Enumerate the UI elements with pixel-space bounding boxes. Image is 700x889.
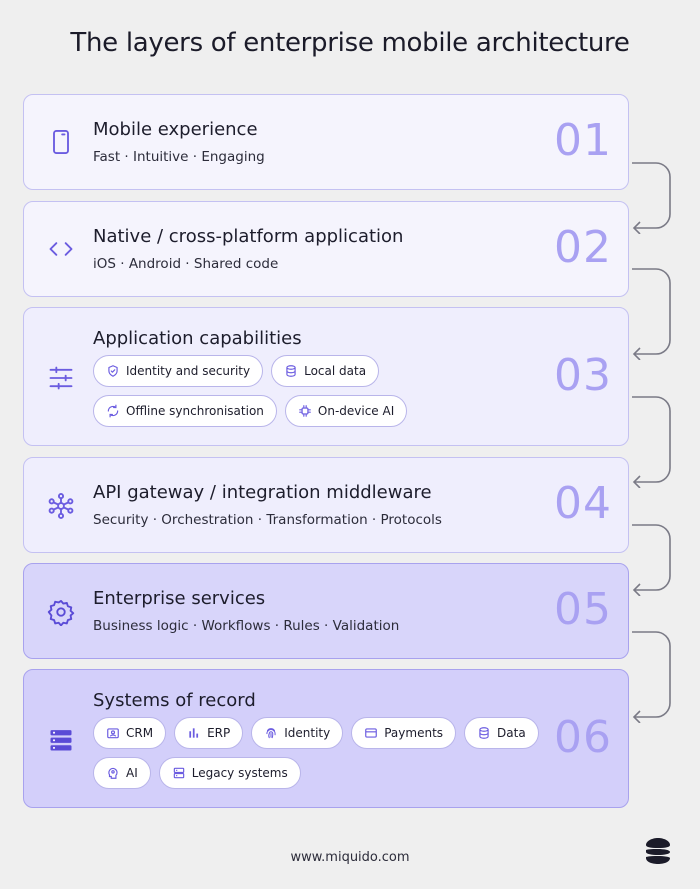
chip-label: Offline synchronisation (126, 404, 264, 418)
bar-chart-icon (189, 728, 199, 738)
connector-arrow-02-03 (632, 268, 671, 360)
chip-label: ERP (207, 726, 231, 740)
connector-arrow-01-02 (632, 162, 671, 234)
layer-subtitle: Business logic · Workflows · Rules · Val… (93, 618, 400, 634)
layer-number: 03 (554, 350, 612, 401)
chip-label: Data (497, 726, 526, 740)
layer-api-gateway: API gateway / integration middleware Sec… (23, 457, 629, 553)
chip-icon (299, 405, 311, 417)
chip-payments: Payments (351, 717, 457, 749)
chip-label: Local data (304, 364, 367, 378)
chip-erp: ERP (174, 717, 244, 749)
chip-identity: Identity (251, 717, 344, 749)
chip-label: Payments (384, 726, 444, 740)
code-brackets-icon (46, 234, 76, 264)
chip-on-device-ai: On-device AI (284, 395, 408, 427)
layer-enterprise-services: Enterprise services Business logic · Wor… (23, 563, 629, 659)
layer-title: Systems of record (93, 690, 256, 711)
connector-arrow-04-05 (632, 524, 671, 596)
layer-title: Native / cross-platform application (93, 226, 404, 247)
layer-number: 02 (554, 222, 612, 273)
layer-systems-of-record: Systems of record CRM ERP Identity Payme… (23, 669, 629, 808)
layer-mobile-experience: Mobile experience Fast · Intuitive · Eng… (23, 94, 629, 190)
layer-native-application: Native / cross-platform application iOS … (23, 201, 629, 297)
chip-data: Data (464, 717, 539, 749)
layer-number: 01 (554, 115, 612, 166)
chip-local-data: Local data (271, 355, 380, 387)
chip-label: On-device AI (317, 404, 395, 418)
page-title: The layers of enterprise mobile architec… (70, 28, 630, 58)
chip-label: Identity and security (126, 364, 251, 378)
legacy-server-icon (173, 767, 184, 779)
server-stack-icon (46, 725, 76, 755)
layer-title: Application capabilities (93, 328, 302, 349)
layer-title: API gateway / integration middleware (93, 482, 432, 503)
layer-number: 06 (554, 712, 612, 763)
fingerprint-icon (266, 728, 276, 739)
network-hub-icon (46, 491, 76, 521)
chip-offline-sync: Offline synchronisation (93, 395, 277, 427)
chip-identity-security: Identity and security (93, 355, 264, 387)
chip-legacy-systems: Legacy systems (158, 757, 301, 789)
sliders-icon (46, 363, 76, 393)
credit-card-icon (365, 728, 378, 738)
offline-sync-icon (107, 404, 119, 418)
layer-title: Mobile experience (93, 119, 258, 140)
database-icon (286, 365, 296, 377)
chip-label: CRM (126, 726, 154, 740)
miquido-logo-icon (646, 838, 670, 864)
shield-check-icon (108, 365, 118, 377)
connector-arrow-05-06 (632, 631, 671, 723)
layer-subtitle: iOS · Android · Shared code (93, 256, 279, 272)
chip-label: AI (126, 766, 138, 780)
layer-subtitle: Security · Orchestration · Transformatio… (93, 512, 442, 528)
gear-icon (46, 597, 76, 627)
database-icon (479, 727, 489, 739)
mobile-phone-icon (46, 127, 76, 157)
system-chips: CRM ERP Identity Payments Data AI (93, 717, 539, 797)
ai-brain-icon (108, 767, 118, 779)
layer-title: Enterprise services (93, 588, 266, 609)
layer-number: 04 (554, 478, 612, 529)
layer-number: 05 (554, 584, 612, 635)
chip-crm: CRM (93, 717, 167, 749)
chip-ai: AI (93, 757, 151, 789)
chip-label: Identity (284, 726, 331, 740)
layer-application-capabilities: Application capabilities Identity and se… (23, 307, 629, 446)
layer-subtitle: Fast · Intuitive · Engaging (93, 149, 265, 165)
capability-chips: Identity and security Local data Offline… (93, 355, 468, 435)
connector-arrow-03-04 (632, 396, 671, 488)
footer-url: www.miquido.com (290, 850, 410, 865)
chip-label: Legacy systems (191, 766, 288, 780)
id-card-icon (107, 728, 119, 739)
